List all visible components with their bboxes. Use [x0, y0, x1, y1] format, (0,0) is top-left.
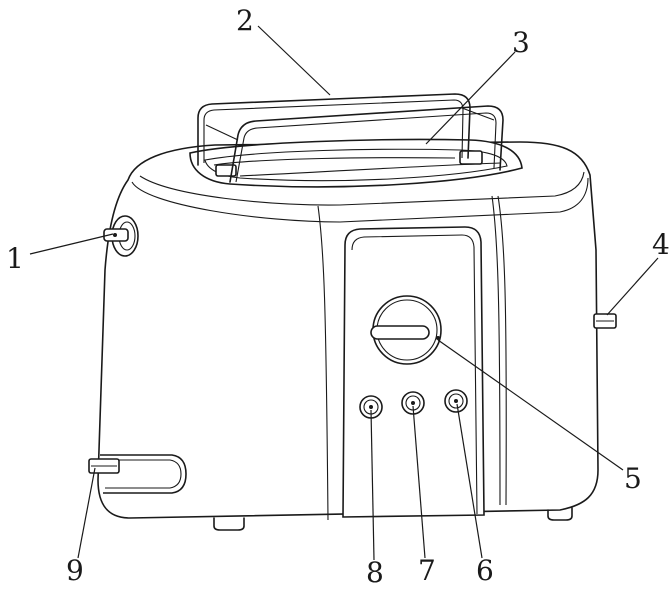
button-6	[444, 389, 468, 413]
leader-6	[456, 403, 483, 559]
callout-7: 7	[418, 554, 436, 587]
toaster-body	[97, 141, 599, 531]
browning-dial	[370, 295, 442, 365]
callout-4: 4	[652, 228, 670, 261]
top-slots	[189, 138, 523, 188]
callout-2: 2	[236, 4, 254, 37]
control-panel	[342, 226, 485, 518]
leader-9	[77, 467, 96, 559]
leader-3	[425, 51, 516, 145]
leader-5	[437, 339, 624, 471]
callout-numbers: 1 2 3 4 5 6 7 8 9	[6, 4, 670, 589]
callout-6: 6	[476, 554, 494, 587]
leader-8	[370, 409, 375, 561]
crumb-tray	[88, 454, 187, 494]
callout-1: 1	[6, 242, 24, 275]
cancel-knob-left	[103, 215, 139, 257]
leader-7	[412, 405, 426, 559]
leader-4	[606, 257, 659, 316]
side-lever-right	[593, 313, 617, 329]
callout-8: 8	[366, 556, 384, 589]
leader-1	[29, 233, 114, 255]
leader-lines	[29, 25, 659, 561]
leader-2	[257, 25, 331, 96]
button-8	[359, 395, 383, 419]
callout-5: 5	[624, 462, 642, 495]
callout-9: 9	[66, 554, 84, 587]
callout-3: 3	[512, 26, 530, 59]
